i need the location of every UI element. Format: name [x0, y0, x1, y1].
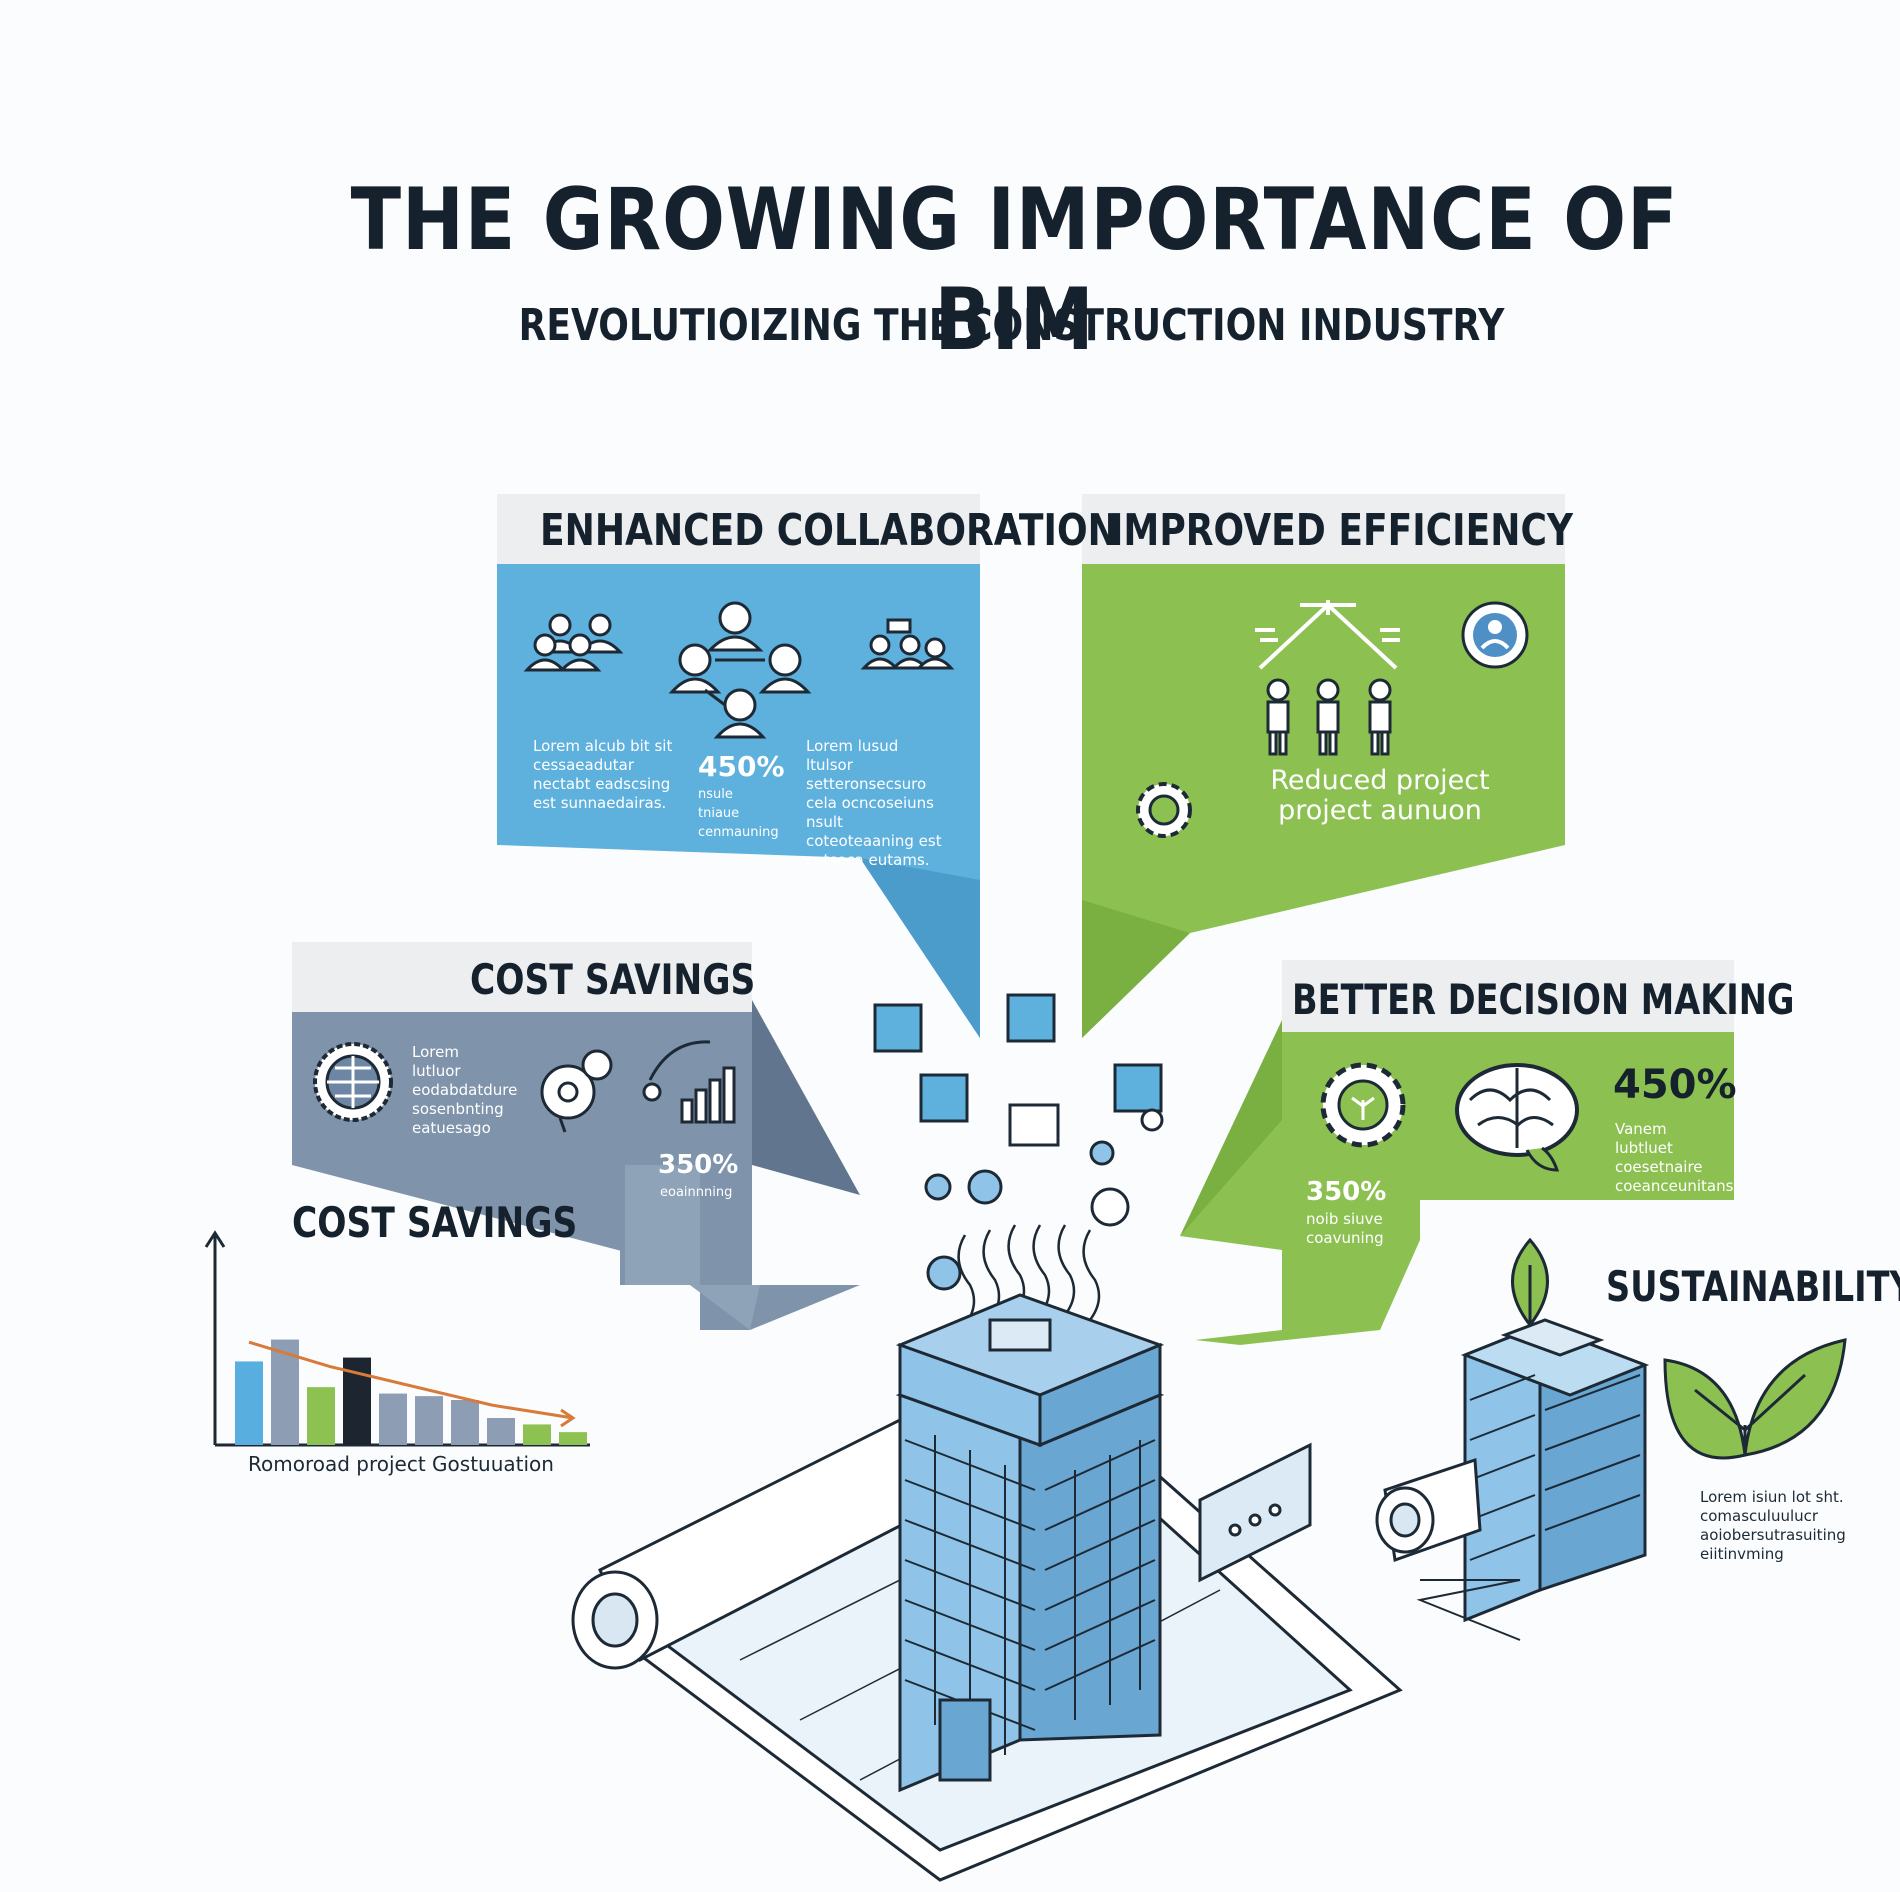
- collaboration-text-left: Lorem alcub bit sit cessaeadutar nectabt…: [533, 737, 673, 812]
- cost-header-band: [292, 942, 752, 1012]
- decision-stat-right: 450%: [1613, 1062, 1737, 1108]
- decision-header-band: [1282, 960, 1734, 1032]
- network-people-icon: [668, 601, 812, 739]
- decision-text-right: Vanem lubtluet coesetnaire coeanceunitan…: [1615, 1120, 1734, 1195]
- collaboration-callout-shade: [860, 858, 980, 1038]
- page-title: THE GROWING IMPORTANCE OF BIM: [350, 170, 1679, 370]
- cost-card-text: Lorem lutluor eodabdatdure sosenbnting e…: [412, 1043, 518, 1137]
- gear-tree-icon: [1320, 1062, 1406, 1148]
- cost-chart-heading: COST SAVINGS: [292, 1198, 578, 1247]
- decision-callout: [1180, 1032, 1734, 1330]
- y-axis-arrow: [204, 1230, 226, 1248]
- collaboration-heading: ENHANCED COLLABORATION: [540, 505, 1118, 556]
- sustainable-building: [1460, 1318, 1650, 1623]
- person-target-icon: [1461, 601, 1529, 669]
- chart-bar: [379, 1393, 407, 1445]
- globe-icon: [313, 1042, 393, 1122]
- sustainable-roll: [1375, 1457, 1482, 1563]
- cost-savings-chart: [204, 1230, 590, 1447]
- efficiency-callout: [1082, 564, 1565, 1038]
- efficiency-heading: IMPROVED EFFICIENCY: [1110, 505, 1574, 556]
- cost-chart-caption: Romoroad project Gostuuation: [248, 1452, 554, 1476]
- structure-icon: [1255, 600, 1400, 670]
- chart-bar: [235, 1361, 263, 1445]
- sustainability-text: Lorem isiun lot sht. comasculuulucr aoio…: [1700, 1488, 1846, 1563]
- efficiency-header-band: [1082, 494, 1565, 564]
- chart-bar: [307, 1387, 335, 1445]
- efficiency-callout-shade: [1082, 900, 1190, 1038]
- collaboration-stat-caption: nsule tniaue cenmauning: [698, 787, 779, 840]
- decision-heading: BETTER DECISION MAKING: [1292, 975, 1795, 1024]
- piggy-bank-icon: [540, 1049, 613, 1133]
- decision-callout-shade: [1180, 1020, 1282, 1236]
- decision-text-left: noib siuve coavuning: [1306, 1210, 1384, 1247]
- collaboration-callout: [497, 564, 980, 1038]
- direction-arrow: [1416, 1579, 1521, 1641]
- collaboration-stat: 450%: [698, 750, 785, 783]
- gear-icon-efficiency: [1136, 782, 1192, 838]
- data-cubes: [873, 993, 1164, 1291]
- chart-trend-line: [248, 1340, 574, 1420]
- sustainability-heading: SUSTAINABILITY: [1606, 1262, 1900, 1311]
- meeting-icon: [860, 618, 955, 670]
- growth-chart-icon: [642, 1040, 736, 1124]
- team-icon-left: [523, 613, 624, 672]
- leaf-icon: [1663, 1338, 1847, 1460]
- dashboard-panel: [1198, 1442, 1312, 1583]
- page-subtitle: REVOLUTIOIZING THE CONSTRUCTION INDUSTRY: [518, 300, 1505, 351]
- cost-callout-shade: [752, 1000, 860, 1195]
- chart-bar: [487, 1418, 515, 1445]
- decision-stat-left: 350%: [1306, 1177, 1387, 1207]
- cost-card-heading: COST SAVINGS: [470, 955, 756, 1004]
- brain-icon: [1455, 1063, 1579, 1172]
- chart-bar: [415, 1396, 443, 1445]
- building-leaf-icon: [1511, 1237, 1549, 1328]
- efficiency-caption-line1: Reduced project: [1270, 765, 1490, 796]
- cost-card-stat-caption: eoainnning: [660, 1185, 733, 1200]
- chart-bar: [451, 1400, 479, 1445]
- collaboration-text-right: Lorem lusud ltulsor setteronsecsuro cela…: [806, 737, 942, 869]
- chart-trend-arrowhead: [560, 1408, 576, 1428]
- collaboration-header-band: [497, 494, 980, 564]
- efficiency-caption-line2: project aunuon: [1278, 795, 1482, 826]
- chart-bar: [523, 1424, 551, 1445]
- main-tower: [895, 1293, 1165, 1793]
- chart-bar: [559, 1432, 587, 1445]
- workers-icon: [1266, 678, 1392, 756]
- cost-card-stat: 350%: [658, 1150, 739, 1180]
